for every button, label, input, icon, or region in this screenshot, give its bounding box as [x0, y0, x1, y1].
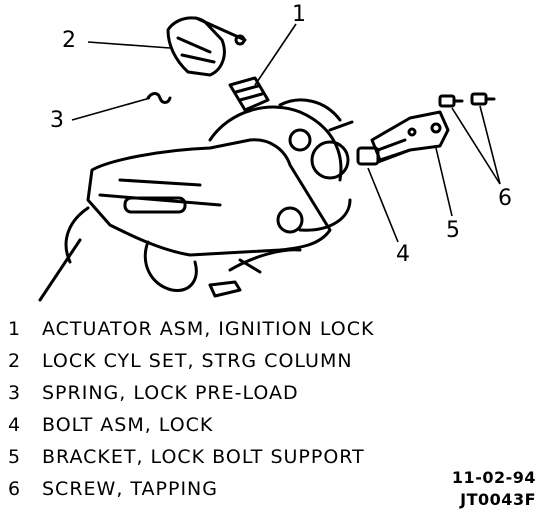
- leader-line-4: [367, 167, 399, 243]
- leader-line-1: [254, 23, 297, 86]
- legend-number: 3: [8, 382, 22, 404]
- legend-number: 2: [8, 350, 22, 372]
- legend-number: 5: [8, 446, 22, 468]
- callout-6: 6: [498, 186, 512, 211]
- legend-number: 1: [8, 318, 22, 340]
- legend-label: BRACKET, LOCK BOLT SUPPORT: [42, 446, 365, 468]
- legend-number: 6: [8, 478, 22, 500]
- legend-number: 4: [8, 414, 22, 436]
- leader-line-3: [71, 97, 151, 121]
- lock-preload-spring: [146, 92, 172, 104]
- callout-3: 3: [50, 108, 64, 133]
- legend-label: LOCK CYL SET, STRG COLUMN: [42, 350, 353, 372]
- legend-label: SPRING, LOCK PRE-LOAD: [42, 382, 299, 404]
- lock-cylinder-set: [166, 16, 247, 77]
- legend-label: SCREW, TAPPING: [42, 478, 218, 500]
- callout-1: 1: [292, 2, 306, 27]
- leader-line-6a: [451, 107, 501, 185]
- legend-label: ACTUATOR ASM, IGNITION LOCK: [42, 318, 375, 340]
- leader-line-5: [435, 147, 453, 217]
- callout-5: 5: [446, 218, 460, 243]
- date-code: 11-02-94: [451, 468, 536, 487]
- lock-bolt-support-bracket: [370, 110, 450, 162]
- leader-line-6b: [479, 105, 501, 185]
- leader-line-2: [87, 41, 171, 49]
- tapping-screws: [438, 92, 496, 108]
- callout-2: 2: [62, 28, 76, 53]
- exploded-view-drawing: [38, 16, 501, 302]
- legend-label: BOLT ASM, LOCK: [42, 414, 214, 436]
- reference-code: JT0043F: [460, 490, 536, 509]
- callout-4: 4: [396, 242, 410, 267]
- ignition-lock-actuator: [228, 76, 270, 112]
- steering-column-housing: [38, 98, 354, 302]
